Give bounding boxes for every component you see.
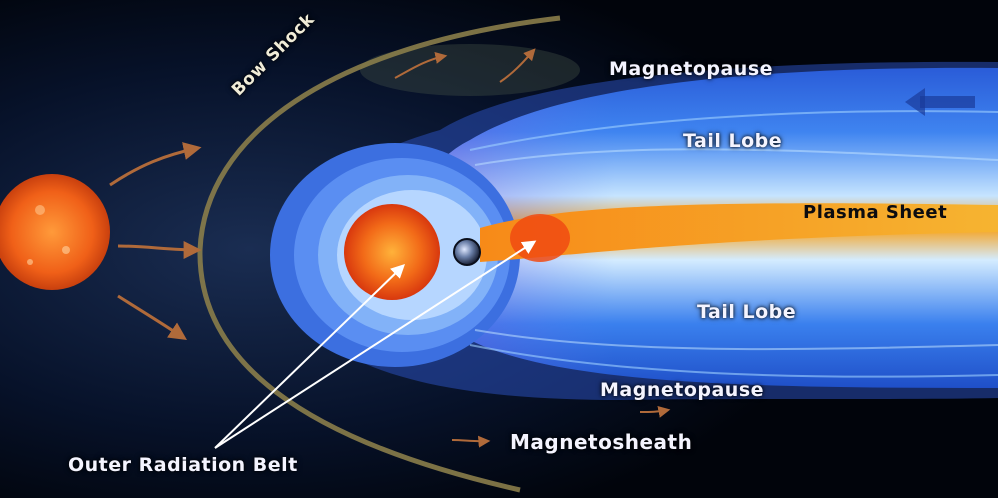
plasma-sheet [480,203,998,262]
radiation-belt-nightside [510,214,570,262]
earth-icon [453,238,481,266]
sun-spot [62,246,70,254]
solar-wind-arrow-icon [117,294,187,340]
radiation-belt-dayside [344,204,440,300]
tail-lobe-bottom-label: Tail Lobe [697,301,797,323]
magnetopause-bottom-label: Magnetopause [600,379,765,401]
field-line [474,148,998,166]
solar-wind-arrow-icon [109,142,202,187]
outer-radiation-belt-label: Outer Radiation Belt [68,454,298,476]
field-line [469,344,998,378]
tail-flow-arrow-icon [905,88,925,116]
tail-lobe-top-label: Tail Lobe [683,130,783,152]
plasma-sheet-label: Plasma Sheet [803,202,948,223]
magnetosheath-label: Magnetosheath [510,430,693,454]
field-line [474,329,998,351]
field-line [469,110,998,151]
pointer-arrow-icon [214,264,406,449]
solar-wind-arrow-icon [499,48,536,83]
solar-wind-arrow-icon [394,52,448,79]
sun-spot [27,259,33,265]
sun-spot [35,205,45,215]
magnetopause-top-label: Magnetopause [609,58,774,80]
solar-wind-arrow-icon [117,240,202,259]
solar-wind-arrow-icon [451,435,491,448]
pointer-arrow-icon [214,240,537,449]
solar-wind-arrow-icon [639,405,671,418]
